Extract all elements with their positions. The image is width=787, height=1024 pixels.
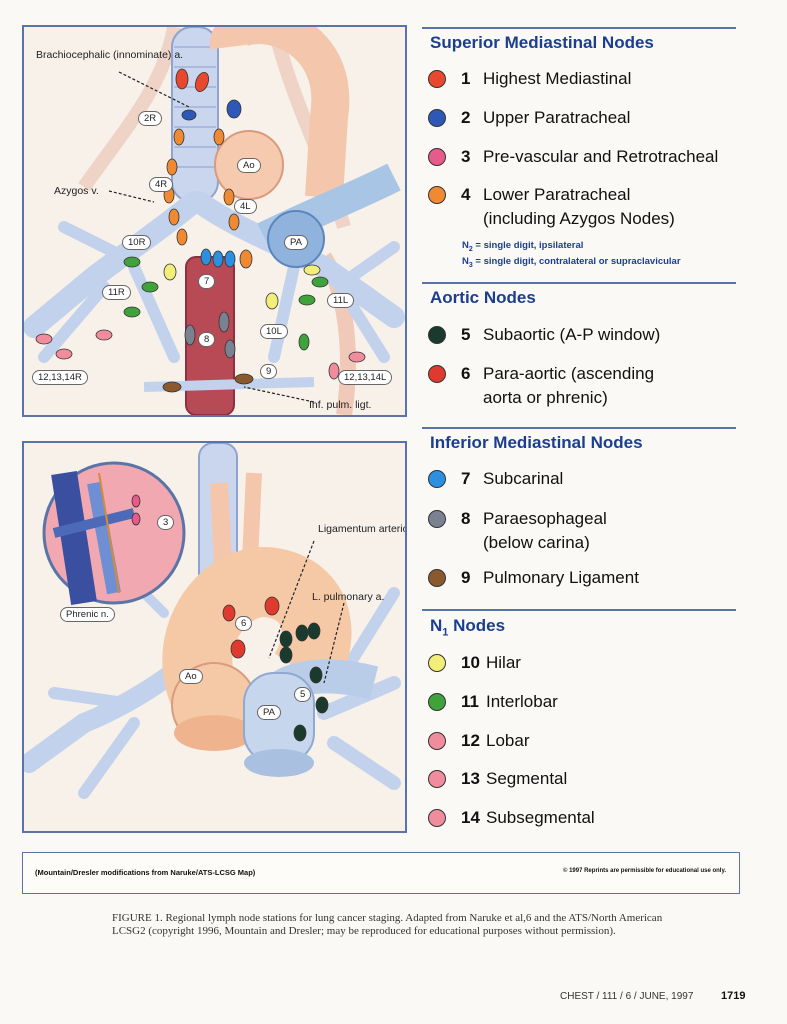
station-tag: 8 <box>198 332 216 347</box>
phrenic-label: Phrenic n. <box>60 607 115 622</box>
node-10 <box>303 264 321 276</box>
n1-title: N1 Nodes <box>430 616 506 639</box>
node-4 <box>213 128 225 146</box>
station-tag: 4R <box>149 177 174 192</box>
node-12-swatch <box>428 732 446 750</box>
node-2-swatch <box>428 109 446 127</box>
station-tag: 11L <box>327 293 355 308</box>
station-tag: 6 <box>235 616 253 631</box>
node-10 <box>265 292 279 310</box>
station-tag: PA <box>257 705 281 720</box>
station-tag: 3 <box>157 515 175 530</box>
node-4 <box>228 213 240 231</box>
node-11-swatch <box>428 693 446 711</box>
station-tag: 12,13,14R <box>32 370 88 385</box>
credit-box: (Mountain/Dresler modifications from Nar… <box>22 852 740 894</box>
node-4 <box>166 158 178 176</box>
node-10-swatch <box>428 654 446 672</box>
divider <box>422 427 736 429</box>
superior-title: Superior Mediastinal Nodes <box>430 33 654 52</box>
journal-citation: CHEST / 111 / 6 / JUNE, 1997 <box>560 991 694 1002</box>
credit-left: (Mountain/Dresler modifications from Nar… <box>35 868 256 877</box>
credit-right: © 1997 Reprints are permissible for educ… <box>563 868 727 874</box>
ligamentum-label: Ligamentum arteriosum <box>318 523 405 535</box>
node-11 <box>298 294 316 306</box>
node-7 <box>212 250 224 268</box>
node-4 <box>176 228 188 246</box>
node-4 <box>223 188 235 206</box>
node-1-swatch <box>428 70 446 88</box>
figure-panel-mediastinum: Brachiocephalic (innominate) a. Azygos v… <box>22 25 407 417</box>
node-1 <box>195 71 209 93</box>
station-tag: 11R <box>102 285 131 300</box>
station-tag: 12,13,14L <box>338 370 393 385</box>
node-8 <box>184 324 196 346</box>
node-4 <box>173 128 185 146</box>
station-tag: PA <box>284 235 308 250</box>
node-11 <box>311 276 329 288</box>
n3-note: N3 = single digit, contralateral or supr… <box>462 256 681 269</box>
node-6-swatch <box>428 365 446 383</box>
node-7-swatch <box>428 470 446 488</box>
node-13-swatch <box>428 770 446 788</box>
node-2 <box>181 109 197 121</box>
divider <box>422 282 736 284</box>
node-2 <box>226 99 242 119</box>
node-12-14 <box>328 362 340 380</box>
node-12-14 <box>95 329 113 341</box>
inf-pulm-ligt-label: Inf. pulm. ligt. <box>309 399 372 411</box>
node-7 <box>224 250 236 268</box>
node-1 <box>175 68 189 90</box>
node-5-swatch <box>428 326 446 344</box>
divider <box>422 27 736 29</box>
n2-note: N2 = single digit, ipsilateral <box>462 240 584 253</box>
node-11 <box>298 333 310 351</box>
node-4 <box>168 208 180 226</box>
node-3-swatch <box>428 148 446 166</box>
aortic-title: Aortic Nodes <box>430 288 536 307</box>
brachiocephalic-label: Brachiocephalic (innominate) a. <box>36 49 184 61</box>
inferior-title: Inferior Mediastinal Nodes <box>430 433 643 452</box>
divider <box>422 609 736 611</box>
station-tag: 10L <box>260 324 288 339</box>
node-9-swatch <box>428 569 446 587</box>
node-8 <box>224 339 236 359</box>
node-7 <box>200 248 212 266</box>
station-tag: 7 <box>198 274 216 289</box>
node-10 <box>163 263 177 281</box>
node-8-swatch <box>428 510 446 528</box>
page-number: 1719 <box>721 990 746 1002</box>
station-tag: 9 <box>260 364 278 379</box>
station-tag: 10R <box>122 235 152 250</box>
station-tag: 4L <box>234 199 257 214</box>
node-4 <box>239 249 253 269</box>
station-tag: Ao <box>237 158 261 173</box>
node-11 <box>123 256 141 268</box>
station-tag: 5 <box>294 687 312 702</box>
node-9 <box>162 381 182 393</box>
figure-panel-aortic: Ligamentum arteriosum L. pulmonary a. Ph… <box>22 441 407 833</box>
aortic-illustration <box>24 443 405 831</box>
figure-caption: FIGURE 1. Regional lymph node stations f… <box>112 912 663 937</box>
l-pulmonary-label: L. pulmonary a. <box>312 591 385 603</box>
mediastinum-illustration <box>24 27 405 415</box>
azygos-label: Azygos v. <box>54 185 99 197</box>
node-12-14 <box>348 351 366 363</box>
node-4-swatch <box>428 186 446 204</box>
node-11 <box>141 281 159 293</box>
node-9 <box>234 373 254 385</box>
node-12-14 <box>35 333 53 345</box>
station-tag: Ao <box>179 669 203 684</box>
station-tag: 2R <box>138 111 163 126</box>
node-14-swatch <box>428 809 446 827</box>
node-11 <box>123 306 141 318</box>
node-8 <box>218 311 230 333</box>
node-12-14 <box>55 348 73 360</box>
